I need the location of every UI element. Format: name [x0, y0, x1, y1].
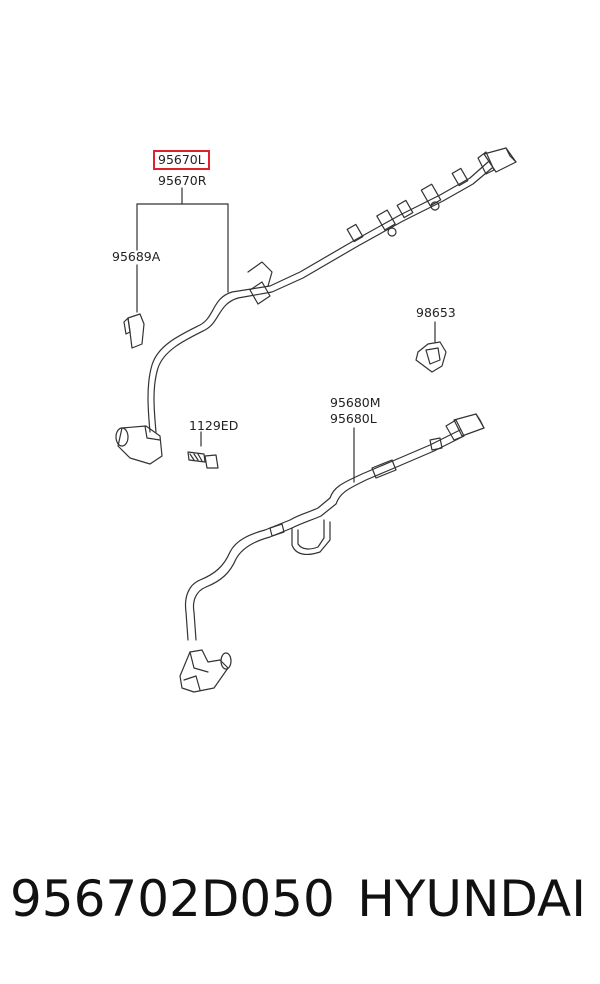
lower-wheel-sensor-assembly — [179, 413, 485, 693]
bolt-part — [187, 431, 219, 469]
part-label-95680l[interactable]: 95680L — [330, 411, 377, 426]
footer-caption: 956702D050 HYUNDAI — [0, 870, 600, 950]
part-label-98653[interactable]: 98653 — [416, 305, 456, 320]
upper-wheel-sensor-assembly — [115, 147, 517, 465]
part-label-95689a[interactable]: 95689A — [112, 249, 161, 264]
brand-name-text: HYUNDAI — [357, 870, 586, 928]
part-label-95670r[interactable]: 95670R — [158, 173, 207, 188]
clip-part — [415, 321, 447, 373]
part-label-1129ed[interactable]: 1129ED — [189, 418, 239, 433]
part-label-95670l[interactable]: 95670L — [153, 150, 210, 170]
part-label-95680m[interactable]: 95680M — [330, 395, 381, 410]
parts-diagram: 95670L 95670R 95689A 98653 1129ED 95680M… — [112, 147, 517, 693]
parts-line-art — [115, 147, 517, 693]
bracket-part — [123, 313, 145, 349]
part-number-text: 956702D050 — [10, 870, 335, 928]
leader-lines-upper — [136, 187, 229, 313]
